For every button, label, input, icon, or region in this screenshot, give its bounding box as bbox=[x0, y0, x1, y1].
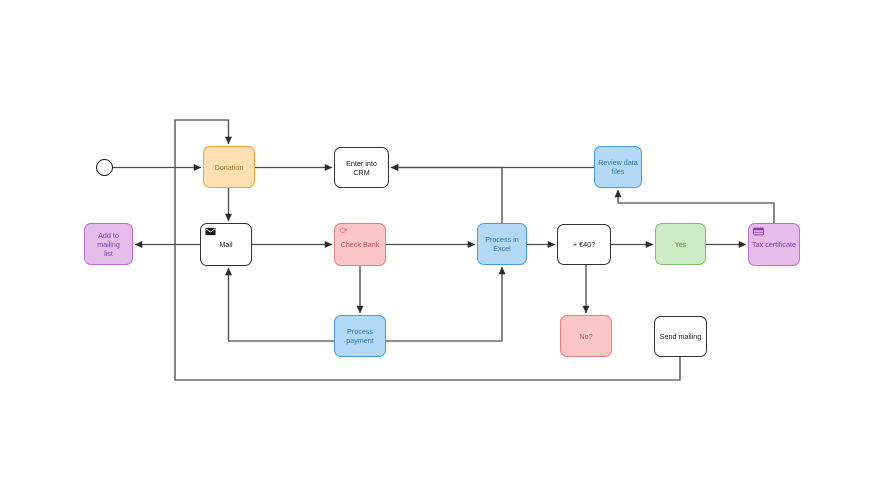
node-donation-label: Donation bbox=[214, 162, 244, 172]
node-yes-label: Yes bbox=[674, 239, 687, 249]
node-no-label: No? bbox=[579, 331, 593, 341]
envelope-icon bbox=[205, 227, 216, 236]
node-donation[interactable]: Donation bbox=[203, 146, 255, 188]
bank-icon bbox=[339, 227, 348, 234]
edge-process-in-excel-to-enter-into-crm bbox=[390, 163, 503, 223]
node-send-mailing[interactable]: Send mailing bbox=[654, 316, 707, 357]
table-icon bbox=[753, 227, 764, 236]
edge-process-payment-to-mail bbox=[224, 267, 334, 342]
node-add-to-mailing-list[interactable]: Add to mailing list bbox=[84, 223, 133, 265]
node-enter-into-crm[interactable]: Enter into CRM bbox=[334, 147, 389, 188]
node-check-bank[interactable]: Check Bank bbox=[334, 223, 386, 266]
node-process-payment[interactable]: Process payment bbox=[334, 315, 386, 357]
node-amount-check-label: + €40? bbox=[572, 240, 596, 249]
node-process-payment-label: Process payment bbox=[346, 327, 374, 345]
node-send-mailing-label: Send mailing bbox=[659, 332, 702, 341]
edge-send-mailing-to-donation bbox=[174, 119, 681, 381]
node-process-in-excel-label: Process in Excel bbox=[485, 235, 519, 253]
node-review-data-files[interactable]: Review data files bbox=[594, 146, 642, 188]
start-node[interactable] bbox=[96, 159, 113, 176]
node-mail-label: Mail bbox=[219, 240, 233, 249]
node-amount-check[interactable]: + €40? bbox=[557, 224, 611, 265]
node-add-to-mailing-list-label: Add to mailing list bbox=[97, 230, 120, 258]
edge-process-payment-to-process-in-excel bbox=[386, 266, 506, 342]
node-yes[interactable]: Yes bbox=[655, 223, 706, 265]
node-tax-certificate[interactable]: Tax certificate bbox=[748, 223, 800, 266]
node-process-in-excel[interactable]: Process in Excel bbox=[477, 223, 527, 265]
node-enter-into-crm-label: Enter into CRM bbox=[346, 158, 377, 177]
node-review-data-files-label: Review data files bbox=[598, 158, 638, 176]
node-no[interactable]: No? bbox=[560, 315, 612, 357]
node-check-bank-label: Check Bank bbox=[340, 240, 380, 249]
node-tax-certificate-label: Tax certificate bbox=[752, 240, 796, 249]
edge-tax-certificate-to-review-data-files bbox=[614, 189, 775, 223]
node-mail[interactable]: Mail bbox=[200, 223, 252, 266]
